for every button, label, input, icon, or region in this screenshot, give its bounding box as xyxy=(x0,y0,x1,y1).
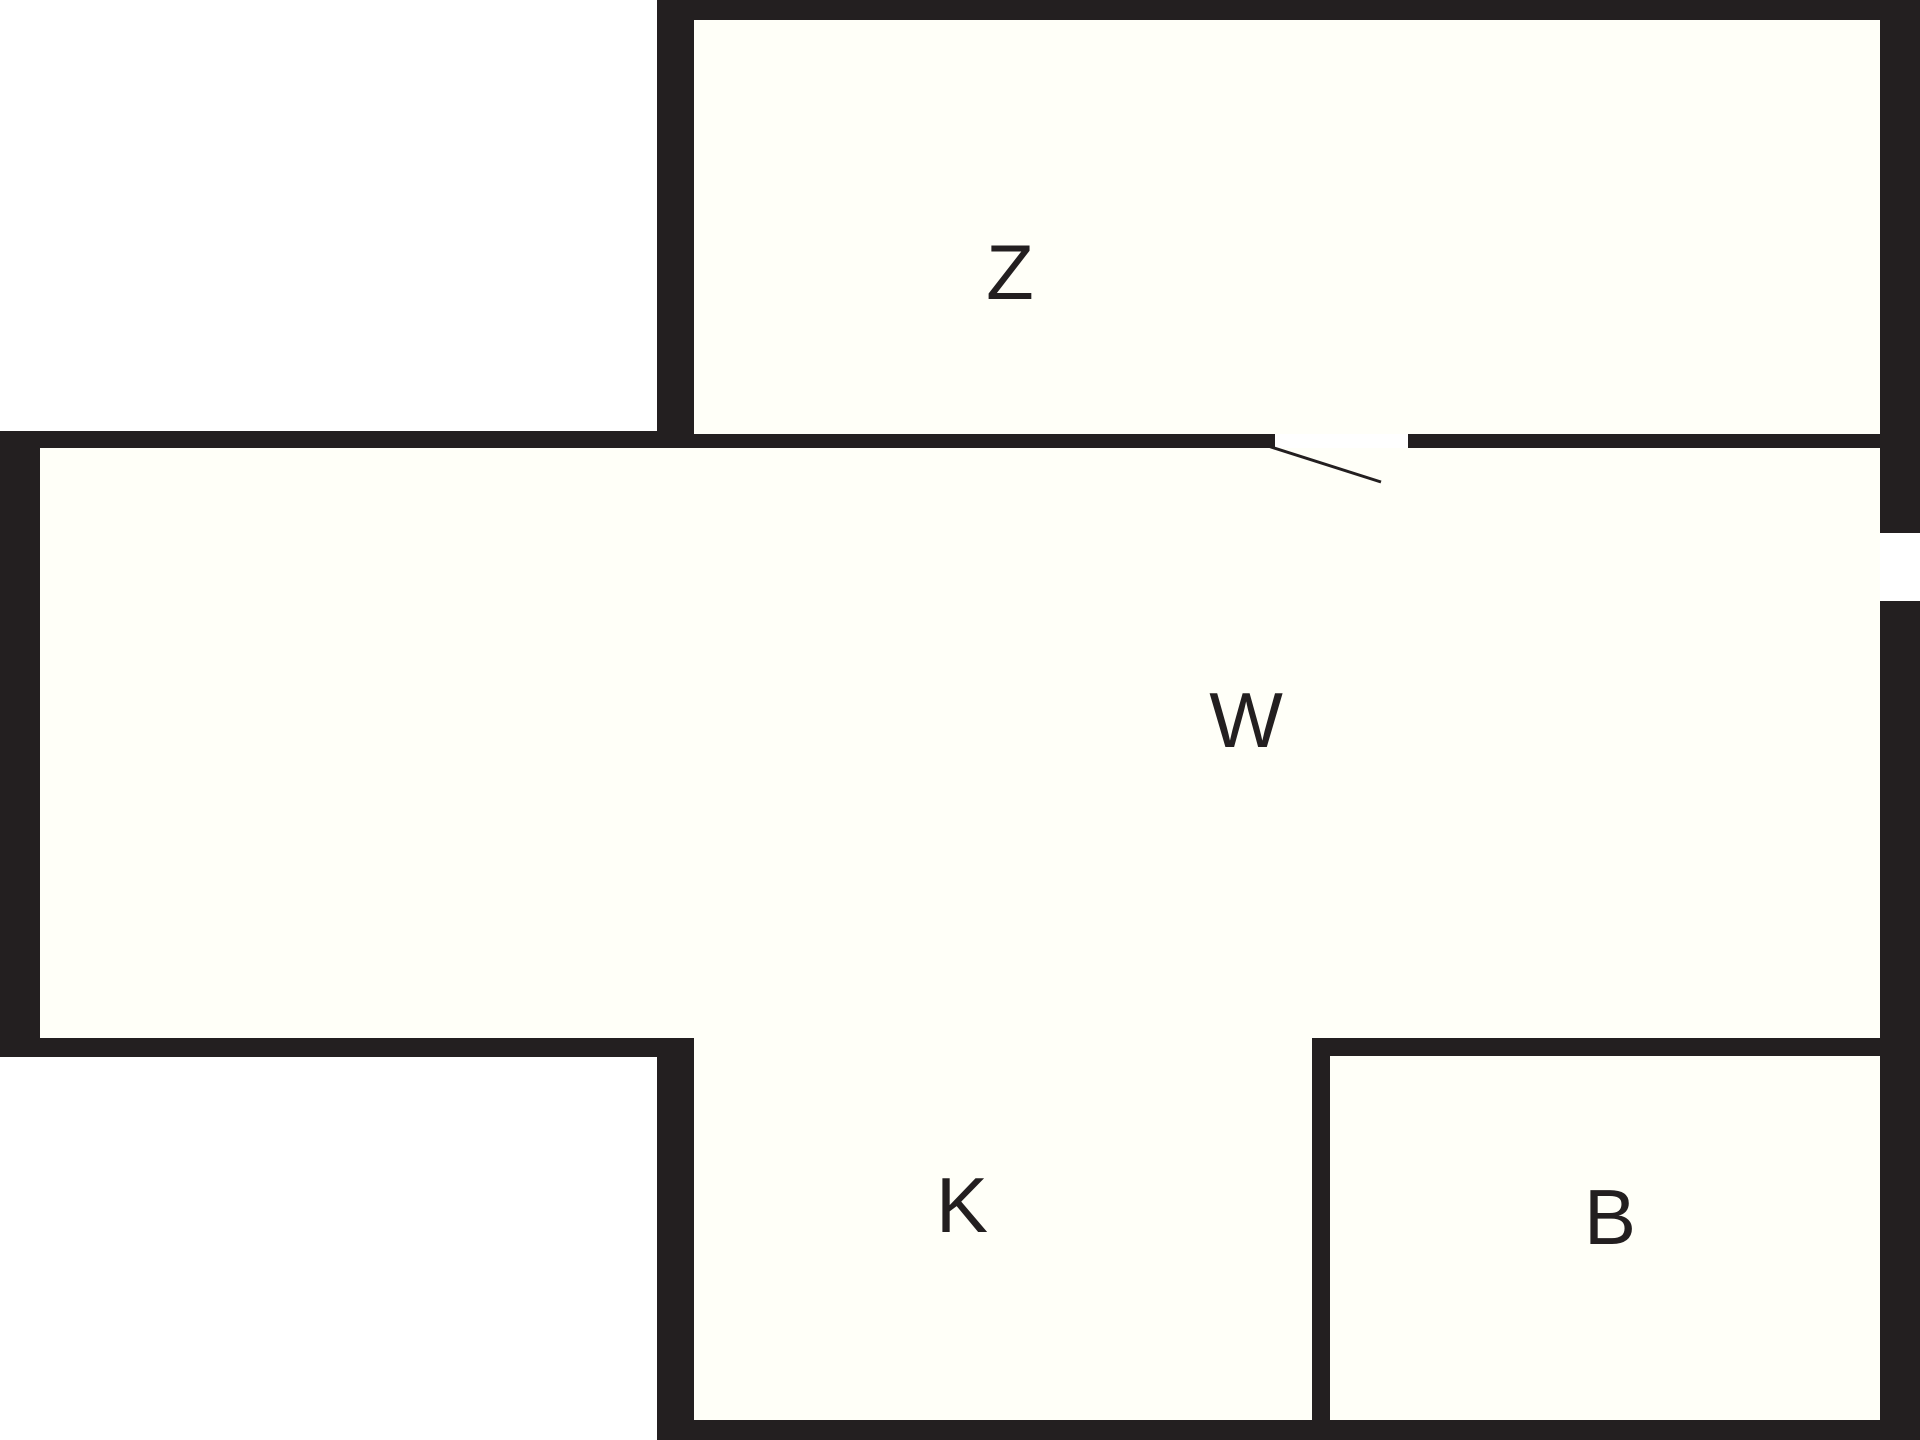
wall-w-b-horizontal xyxy=(1312,1043,1880,1056)
room-label-w: W xyxy=(1209,676,1283,764)
room-w-floor-extension xyxy=(694,1030,1312,1420)
room-w-floor xyxy=(40,448,1880,1038)
room-z-floor xyxy=(694,20,1880,434)
window-icon xyxy=(1880,533,1920,601)
room-label-k: K xyxy=(936,1161,988,1249)
room-label-z: Z xyxy=(986,228,1034,316)
wall-k-b-vertical xyxy=(1312,1043,1330,1440)
room-b-floor xyxy=(1330,1056,1880,1420)
door-icon xyxy=(1267,434,1408,484)
room-label-b: B xyxy=(1584,1173,1636,1261)
